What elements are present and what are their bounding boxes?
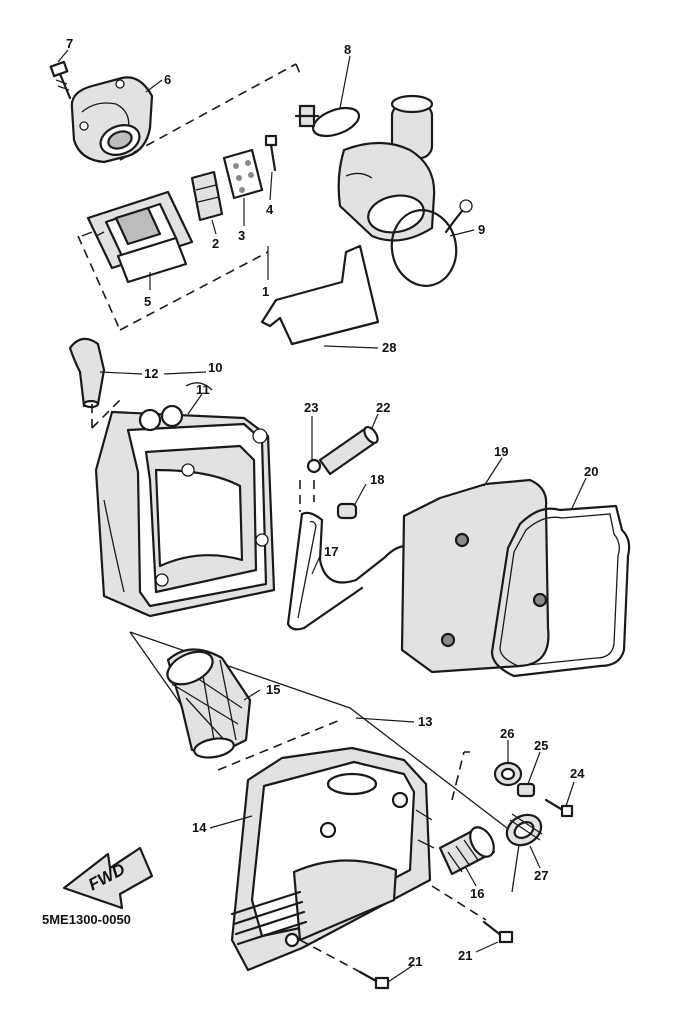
reed-valve-plate-2 [190, 170, 224, 222]
callout-17: 17 [324, 544, 338, 559]
duct-reference-line [451, 751, 470, 801]
joint-pipe-intake [337, 94, 436, 242]
callout-12: 12 [144, 366, 158, 381]
reed-valve-stopper-3 [222, 148, 264, 200]
callout-16: 16 [470, 886, 484, 901]
screw-21-right [482, 920, 514, 944]
air-filter-case-14 [230, 746, 435, 972]
callout-27: 27 [534, 868, 548, 883]
callout-1: 1 [262, 284, 269, 299]
callout-23: 23 [304, 400, 318, 415]
callout-10: 10 [208, 360, 222, 375]
assembly-reference-lines [77, 63, 301, 331]
gasket-20 [490, 504, 631, 678]
intake-manifold-6 [70, 76, 154, 164]
bolt-7 [49, 60, 72, 100]
callout-6: 6 [164, 72, 171, 87]
callout-5: 5 [144, 294, 151, 309]
callout-14: 14 [192, 820, 207, 835]
cover-plate-28 [260, 244, 380, 346]
band-10 [185, 382, 213, 391]
air-filter-case-11 [94, 404, 276, 618]
hose-clamp-27 [505, 813, 543, 847]
callout-3: 3 [238, 228, 245, 243]
callout-20: 20 [584, 464, 598, 479]
fwd-direction-arrow: FWD [62, 846, 154, 910]
callout-4: 4 [266, 202, 274, 217]
callout-18: 18 [370, 472, 384, 487]
callout-19: 19 [494, 444, 508, 459]
element-19 [400, 478, 550, 674]
callout-11: 11 [196, 382, 210, 397]
clip-23 [306, 458, 322, 474]
drain-tube-22 [318, 425, 379, 476]
screw-4 [264, 134, 278, 172]
callout-22: 22 [376, 400, 390, 415]
breather-hose-12 [68, 337, 106, 409]
hose-reference-line [91, 399, 121, 429]
joint-15 [166, 648, 252, 759]
callout-21-bottom: 21 [408, 954, 422, 969]
leader-lines [57, 49, 587, 983]
grommet-26 [493, 761, 523, 787]
callout-28: 28 [382, 340, 396, 355]
screw-24 [544, 798, 574, 818]
band-clamp-9 [390, 199, 473, 287]
hose-clamp-8 [294, 104, 361, 138]
callout-7: 7 [66, 36, 73, 51]
screw-21-bottom [358, 970, 390, 990]
tube-reference-line [299, 480, 315, 512]
damper-18 [336, 502, 358, 520]
callout-2: 2 [212, 236, 219, 251]
joint-reference-line [217, 719, 341, 771]
reed-valve-group-1 [116, 236, 188, 284]
assembly-boundary [129, 631, 521, 893]
callout-8: 8 [344, 42, 351, 57]
callout-26: 26 [500, 726, 514, 741]
callout-15: 15 [266, 682, 280, 697]
callout-25: 25 [534, 738, 548, 753]
callout-9: 9 [478, 222, 485, 237]
callout-21-right: 21 [458, 948, 472, 963]
callout-13: 13 [418, 714, 432, 729]
seal-17 [286, 511, 412, 631]
diagram-code: 5ME1300-0050 [42, 912, 131, 927]
callout-24: 24 [570, 766, 585, 781]
collar-25 [516, 782, 536, 798]
screw-reference-lines [299, 885, 487, 975]
intake-duct-16 [438, 826, 496, 876]
